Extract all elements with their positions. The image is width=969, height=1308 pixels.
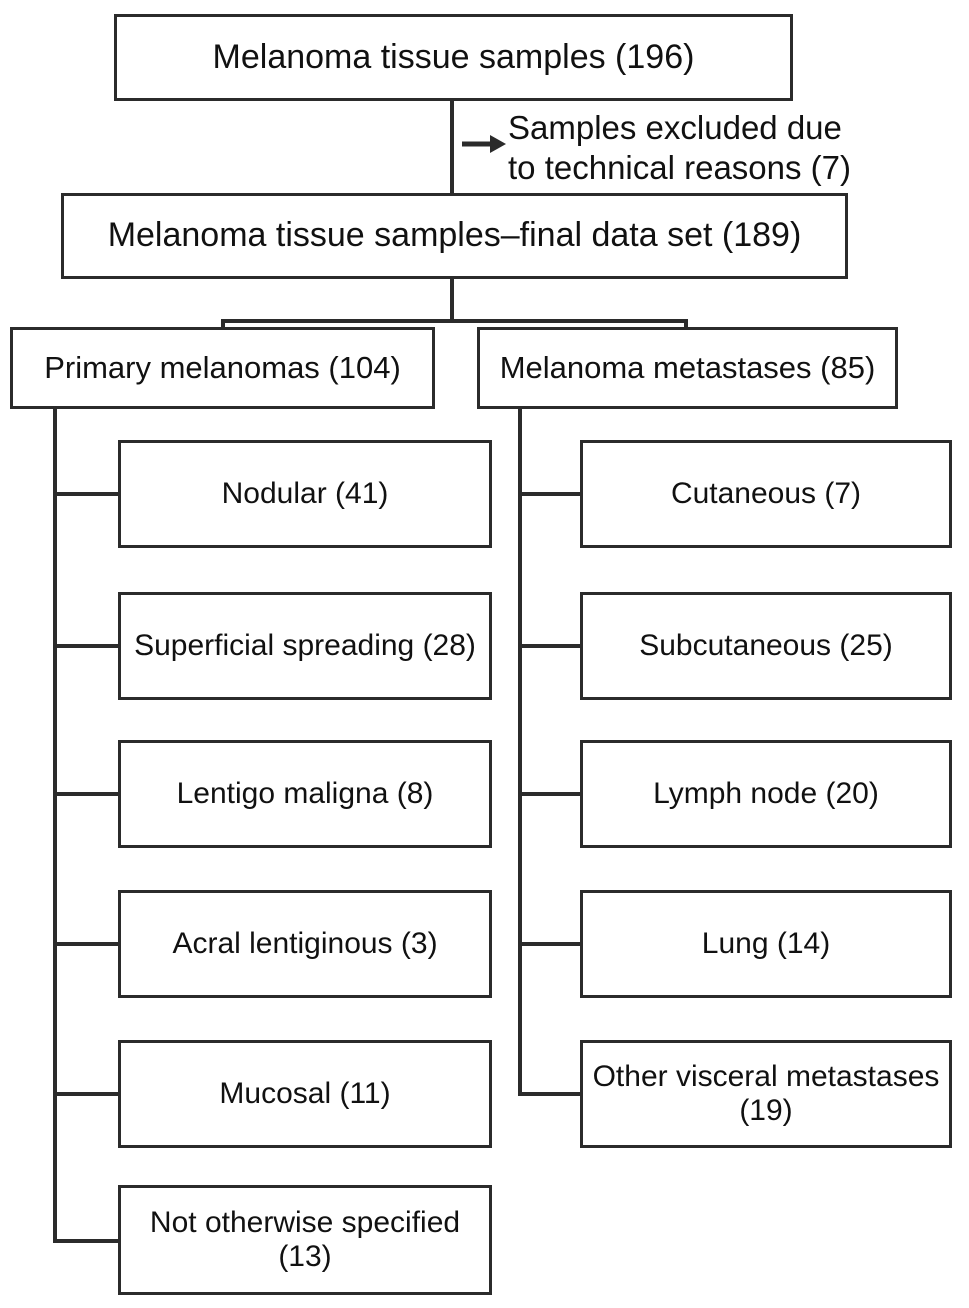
rung-metastases-1	[518, 492, 582, 496]
spine-primary	[53, 407, 57, 1243]
node-melanoma-metastases: Melanoma metastases (85)	[477, 327, 898, 409]
node-label: Acral lentiginous (3)	[172, 926, 438, 960]
node-other-visceral-metastases: Other visceral metastases (19)	[580, 1040, 952, 1148]
node-melanoma-tissue-samples: Melanoma tissue samples (196)	[114, 14, 793, 101]
node-label: Not otherwise specified (13)	[149, 1205, 461, 1274]
node-label: Primary melanomas (104)	[44, 350, 401, 386]
node-label: Lentigo maligna (8)	[176, 776, 434, 810]
right-arrow-icon	[462, 135, 506, 153]
node-nodular: Nodular (41)	[118, 440, 492, 548]
node-superficial-spreading: Superficial spreading (28)	[118, 592, 492, 700]
rung-metastases-4	[518, 942, 582, 946]
connector-final-crossbar	[221, 319, 688, 323]
connector-root-to-final	[450, 101, 454, 193]
node-not-otherwise-specified: Not otherwise specified (13)	[118, 1185, 492, 1295]
node-final-data-set: Melanoma tissue samples–final data set (…	[61, 193, 848, 279]
node-label: Melanoma tissue samples (196)	[212, 37, 695, 76]
node-label: Other visceral metastases (19)	[592, 1059, 940, 1128]
node-lentigo-maligna: Lentigo maligna (8)	[118, 740, 492, 848]
rung-primary-1	[53, 492, 120, 496]
node-mucosal: Mucosal (11)	[118, 1040, 492, 1148]
node-label: Nodular (41)	[221, 476, 389, 510]
rung-primary-2	[53, 644, 120, 648]
node-cutaneous: Cutaneous (7)	[580, 440, 952, 548]
node-label: Subcutaneous (25)	[639, 628, 893, 662]
rung-metastases-5	[518, 1092, 582, 1096]
node-label: Cutaneous (7)	[670, 476, 862, 510]
connector-final-to-primary	[221, 319, 225, 331]
connector-final-to-metastases	[684, 319, 688, 331]
rung-primary-3	[53, 792, 120, 796]
node-label: Superficial spreading (28)	[134, 628, 476, 662]
node-label: Mucosal (11)	[219, 1076, 391, 1110]
rung-metastases-3	[518, 792, 582, 796]
rung-primary-5	[53, 1092, 120, 1096]
node-subcutaneous: Subcutaneous (25)	[580, 592, 952, 700]
rung-primary-6	[53, 1239, 120, 1243]
exclusion-note-label: Samples excluded due to technical reason…	[508, 109, 852, 187]
node-lung: Lung (14)	[580, 890, 952, 998]
node-label: Melanoma metastases (85)	[499, 350, 876, 386]
spine-metastases	[518, 407, 522, 1096]
rung-metastases-2	[518, 644, 582, 648]
node-label: Melanoma tissue samples–final data set (…	[107, 216, 802, 255]
node-label: Lung (14)	[701, 926, 831, 960]
node-label: Lymph node (20)	[653, 776, 879, 810]
node-lymph-node: Lymph node (20)	[580, 740, 952, 848]
node-primary-melanomas: Primary melanomas (104)	[10, 327, 435, 409]
connector-final-stem	[450, 279, 454, 321]
rung-primary-4	[53, 942, 120, 946]
node-acral-lentiginous: Acral lentiginous (3)	[118, 890, 492, 998]
